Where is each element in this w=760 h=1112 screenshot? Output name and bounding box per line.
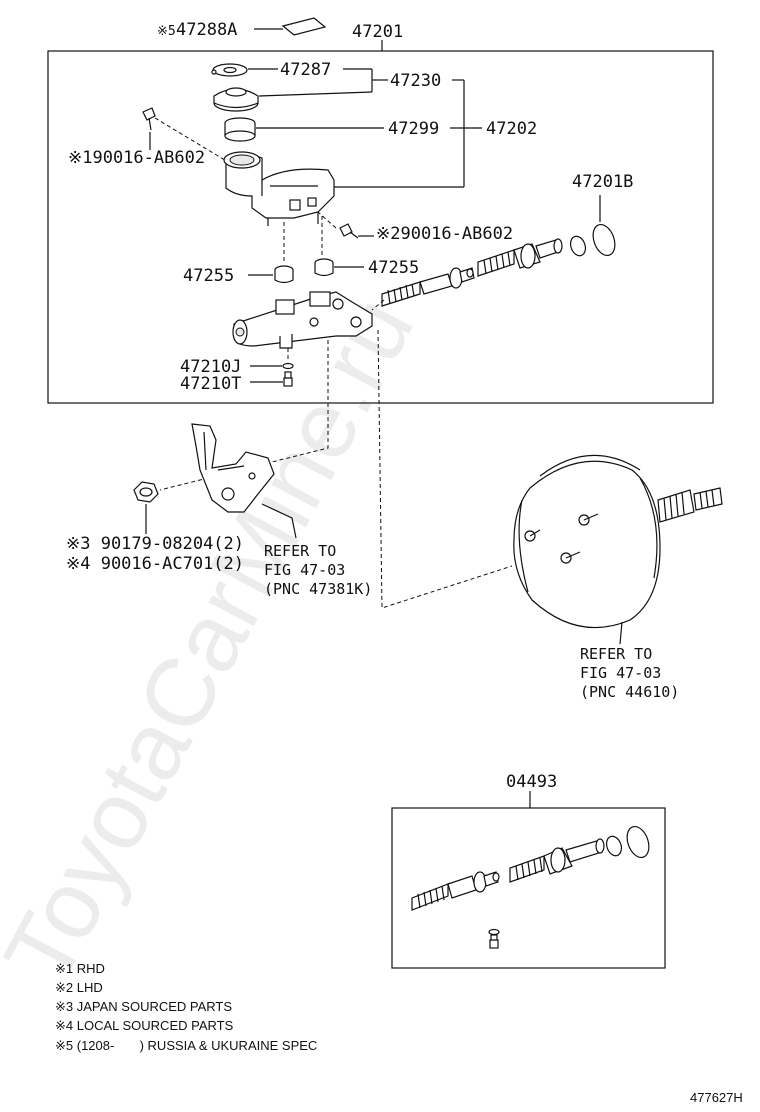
brake-fluid-reservoir (223, 151, 335, 226)
label-47201B: 47201B (572, 172, 633, 192)
booster-stud-left (524, 529, 541, 542)
bleeder-plug-47210T (283, 371, 293, 387)
label-47210J: 47210J (180, 357, 241, 377)
assembly-box-47201 (47, 50, 714, 404)
label-04493: 04493 (506, 772, 557, 792)
label-47299: 47299 (388, 119, 439, 139)
reservoir-strainer-47299 (224, 117, 256, 142)
note-1: ※1 RHD (55, 961, 105, 976)
label-47287: 47287 (280, 60, 331, 80)
washer-47210J (282, 362, 294, 370)
bracket (191, 423, 275, 513)
grommet-47255-left (274, 265, 294, 284)
booster-stud-bottom (560, 551, 581, 564)
label-47230: 47230 (390, 71, 441, 91)
note-2: ※2 LHD (55, 980, 103, 995)
nut-90179-08204 (133, 481, 159, 503)
label-47288A-mark: ※5 (157, 24, 176, 39)
screw-90016-AB602-lhd (339, 223, 359, 239)
note-4: ※4 LOCAL SOURCED PARTS (55, 1018, 234, 1033)
brake-booster (513, 454, 723, 629)
booster-stud-top (578, 513, 599, 526)
ref-booster-line-2: FIG 47-03 (580, 664, 661, 682)
ref-booster-line-3: (PNC 44610) (580, 683, 679, 701)
label-90016-AC701: ※4 90016-AC701(2) (66, 554, 244, 574)
label-47210T: 47210T (180, 374, 241, 394)
piston-assembly (381, 235, 587, 307)
repair-kit-parts (411, 825, 650, 949)
ref-bracket-line-3: (PNC 47381K) (264, 580, 372, 598)
master-cylinder-body (232, 291, 373, 349)
label-47201: 47201 (352, 22, 403, 42)
note-3: ※3 JAPAN SOURCED PARTS (55, 999, 232, 1014)
label-sticker-47288A (281, 17, 327, 36)
label-47288A: 47288A (176, 20, 237, 40)
reservoir-cap-gasket-47287 (211, 63, 248, 77)
figure-id: 477627H (690, 1090, 743, 1105)
label-90016-AB602-rhd: ※190016-AB602 (68, 148, 205, 168)
label-47202: 47202 (486, 119, 537, 139)
label-47255-left: 47255 (183, 266, 234, 286)
screw-90016-AB602-rhd (142, 107, 156, 131)
ref-bracket-line-1: REFER TO (264, 542, 336, 560)
grommet-47255-right (314, 258, 334, 277)
ref-booster-line-1: REFER TO (580, 645, 652, 663)
label-47255-right: 47255 (368, 258, 419, 278)
label-90179-08204: ※3 90179-08204(2) (66, 534, 244, 554)
note-5: ※5 (1208- ) RUSSIA & UKURAINE SPEC (55, 1038, 317, 1053)
label-90016-AB602-lhd: ※290016-AB602 (376, 224, 513, 244)
reservoir-cap (213, 87, 259, 112)
repair-kit-box-04493 (391, 807, 666, 969)
o-ring-47201B (592, 223, 616, 257)
ref-bracket-line-2: FIG 47-03 (264, 561, 345, 579)
